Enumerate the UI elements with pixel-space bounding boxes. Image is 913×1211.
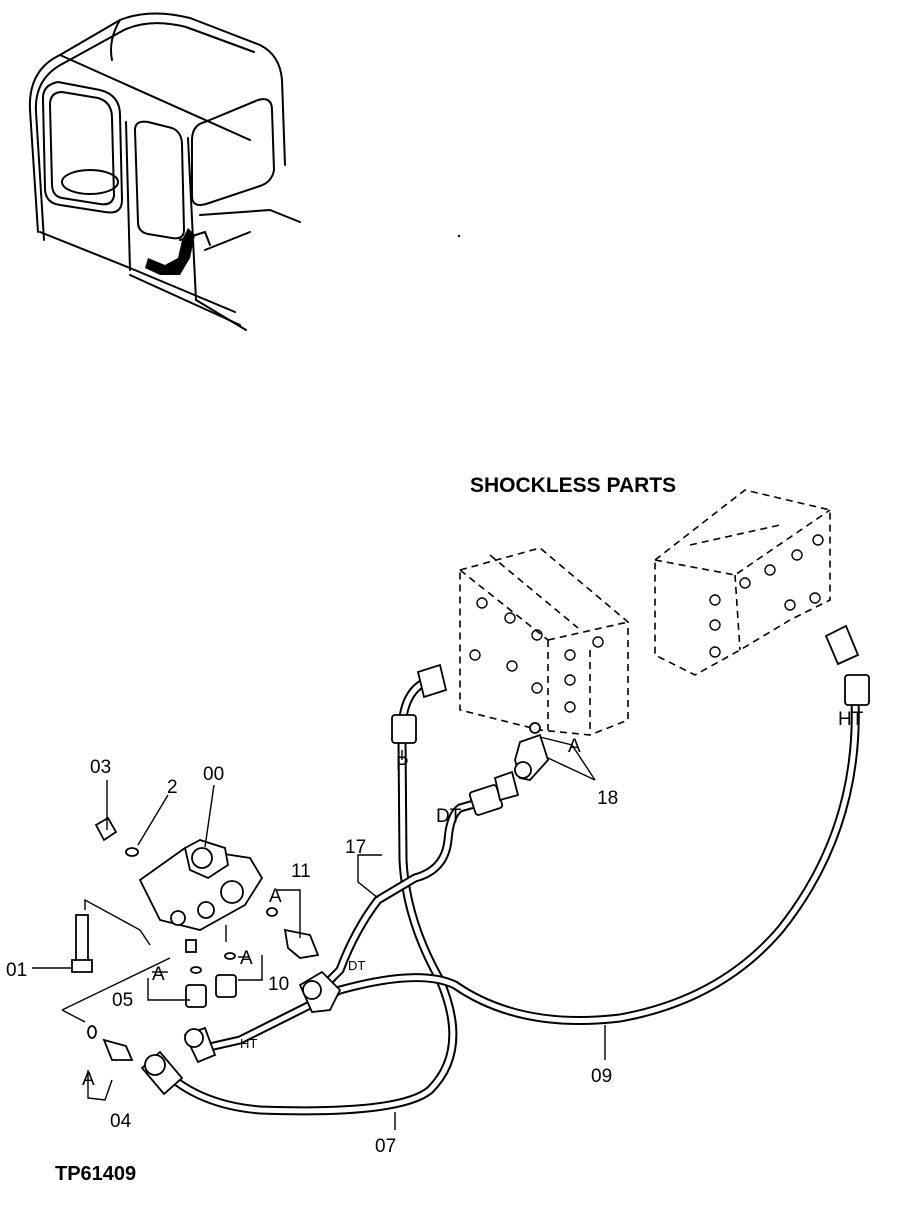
callout-04: 04 bbox=[110, 1111, 132, 1132]
figure-number: TP61409 bbox=[55, 1163, 136, 1185]
orifice-fittings bbox=[71, 816, 320, 1061]
right-shockless-valve-block bbox=[654, 489, 831, 676]
hose-label-p: P bbox=[396, 754, 409, 775]
callout-01: 01 bbox=[6, 960, 27, 981]
hose-dt-upper-fitting bbox=[468, 770, 520, 816]
left-shockless-valve-block bbox=[459, 547, 629, 736]
hose-label-dt-upper: DT bbox=[436, 806, 462, 827]
port-label-a-11: A bbox=[269, 886, 282, 907]
port-label-a-valve-block: A bbox=[568, 736, 581, 757]
callout-11: 11 bbox=[291, 861, 311, 882]
leader-lines bbox=[32, 736, 606, 1130]
hose-label-ht-lower: HT bbox=[240, 1036, 257, 1051]
port-label-a-10: A bbox=[240, 948, 253, 969]
ht-lower-fitting bbox=[183, 1026, 217, 1064]
port-label-a-05: A bbox=[152, 964, 165, 985]
callout-17: 17 bbox=[345, 837, 366, 858]
hose-p bbox=[160, 675, 458, 1116]
callout-09: 09 bbox=[591, 1066, 612, 1087]
hose-p-lower-fitting bbox=[140, 1050, 184, 1096]
hose-ht-upper-fitting bbox=[824, 624, 870, 706]
callout-10: 10 bbox=[268, 974, 289, 995]
hose-p-upper-fitting bbox=[391, 663, 448, 744]
pedal-valve-00 bbox=[138, 839, 264, 953]
elbow-fitting-18 bbox=[514, 722, 550, 781]
tee-junction-fitting bbox=[298, 970, 342, 1013]
callout-05: 05 bbox=[112, 990, 133, 1011]
shockless-parts-heading: SHOCKLESS PARTS bbox=[470, 474, 676, 497]
callout-03: 03 bbox=[90, 757, 111, 778]
callout-00: 00 bbox=[203, 764, 224, 785]
hose-dt bbox=[315, 795, 493, 995]
callout-07: 07 bbox=[375, 1136, 396, 1157]
callout-18: 18 bbox=[597, 788, 618, 809]
cab-inset-illustration bbox=[28, 12, 461, 331]
callout-2: 2 bbox=[167, 777, 178, 798]
port-label-a-04: A bbox=[82, 1069, 95, 1090]
hose-label-ht-right: HT bbox=[838, 709, 864, 730]
hose-label-dt-lower: DT bbox=[348, 958, 365, 973]
